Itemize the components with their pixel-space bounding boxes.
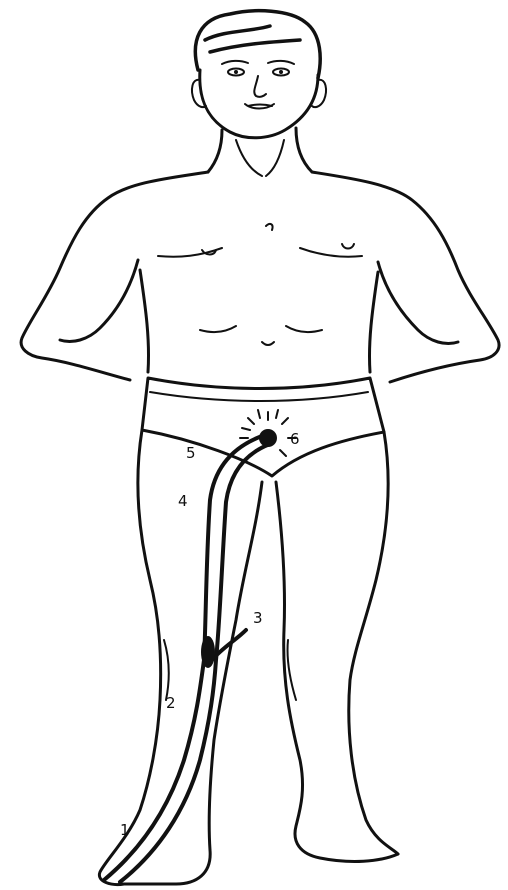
chest-lines [158,224,362,257]
right-nipple [342,244,354,249]
neck-muscle-lines [236,140,284,176]
label-point-6: 6 [290,430,300,448]
right-eyebrow [268,61,294,64]
abdomen-lines [200,326,322,345]
label-point-2: 2 [166,694,176,712]
briefs-waistband [150,392,368,401]
briefs [142,378,384,476]
label-point-5: 5 [186,444,196,462]
label-point-3: 3 [253,609,263,627]
mouth [245,104,274,109]
label-point-1: 1 [120,821,130,839]
label-point-4: 4 [178,492,188,510]
torso-outline [21,172,499,382]
head [192,11,326,138]
right-leg-outer [349,432,398,854]
hair [195,11,320,78]
neck [208,128,312,172]
right-leg-inner [276,482,398,861]
left-leg-inner [124,482,262,884]
nose [254,76,266,97]
left-eyebrow [222,61,248,64]
left-arm-inner [60,260,138,342]
radiating-burst-icon [240,410,296,456]
waist [140,270,378,372]
left-leg-outer [99,430,160,885]
right-arm-inner [378,262,458,344]
